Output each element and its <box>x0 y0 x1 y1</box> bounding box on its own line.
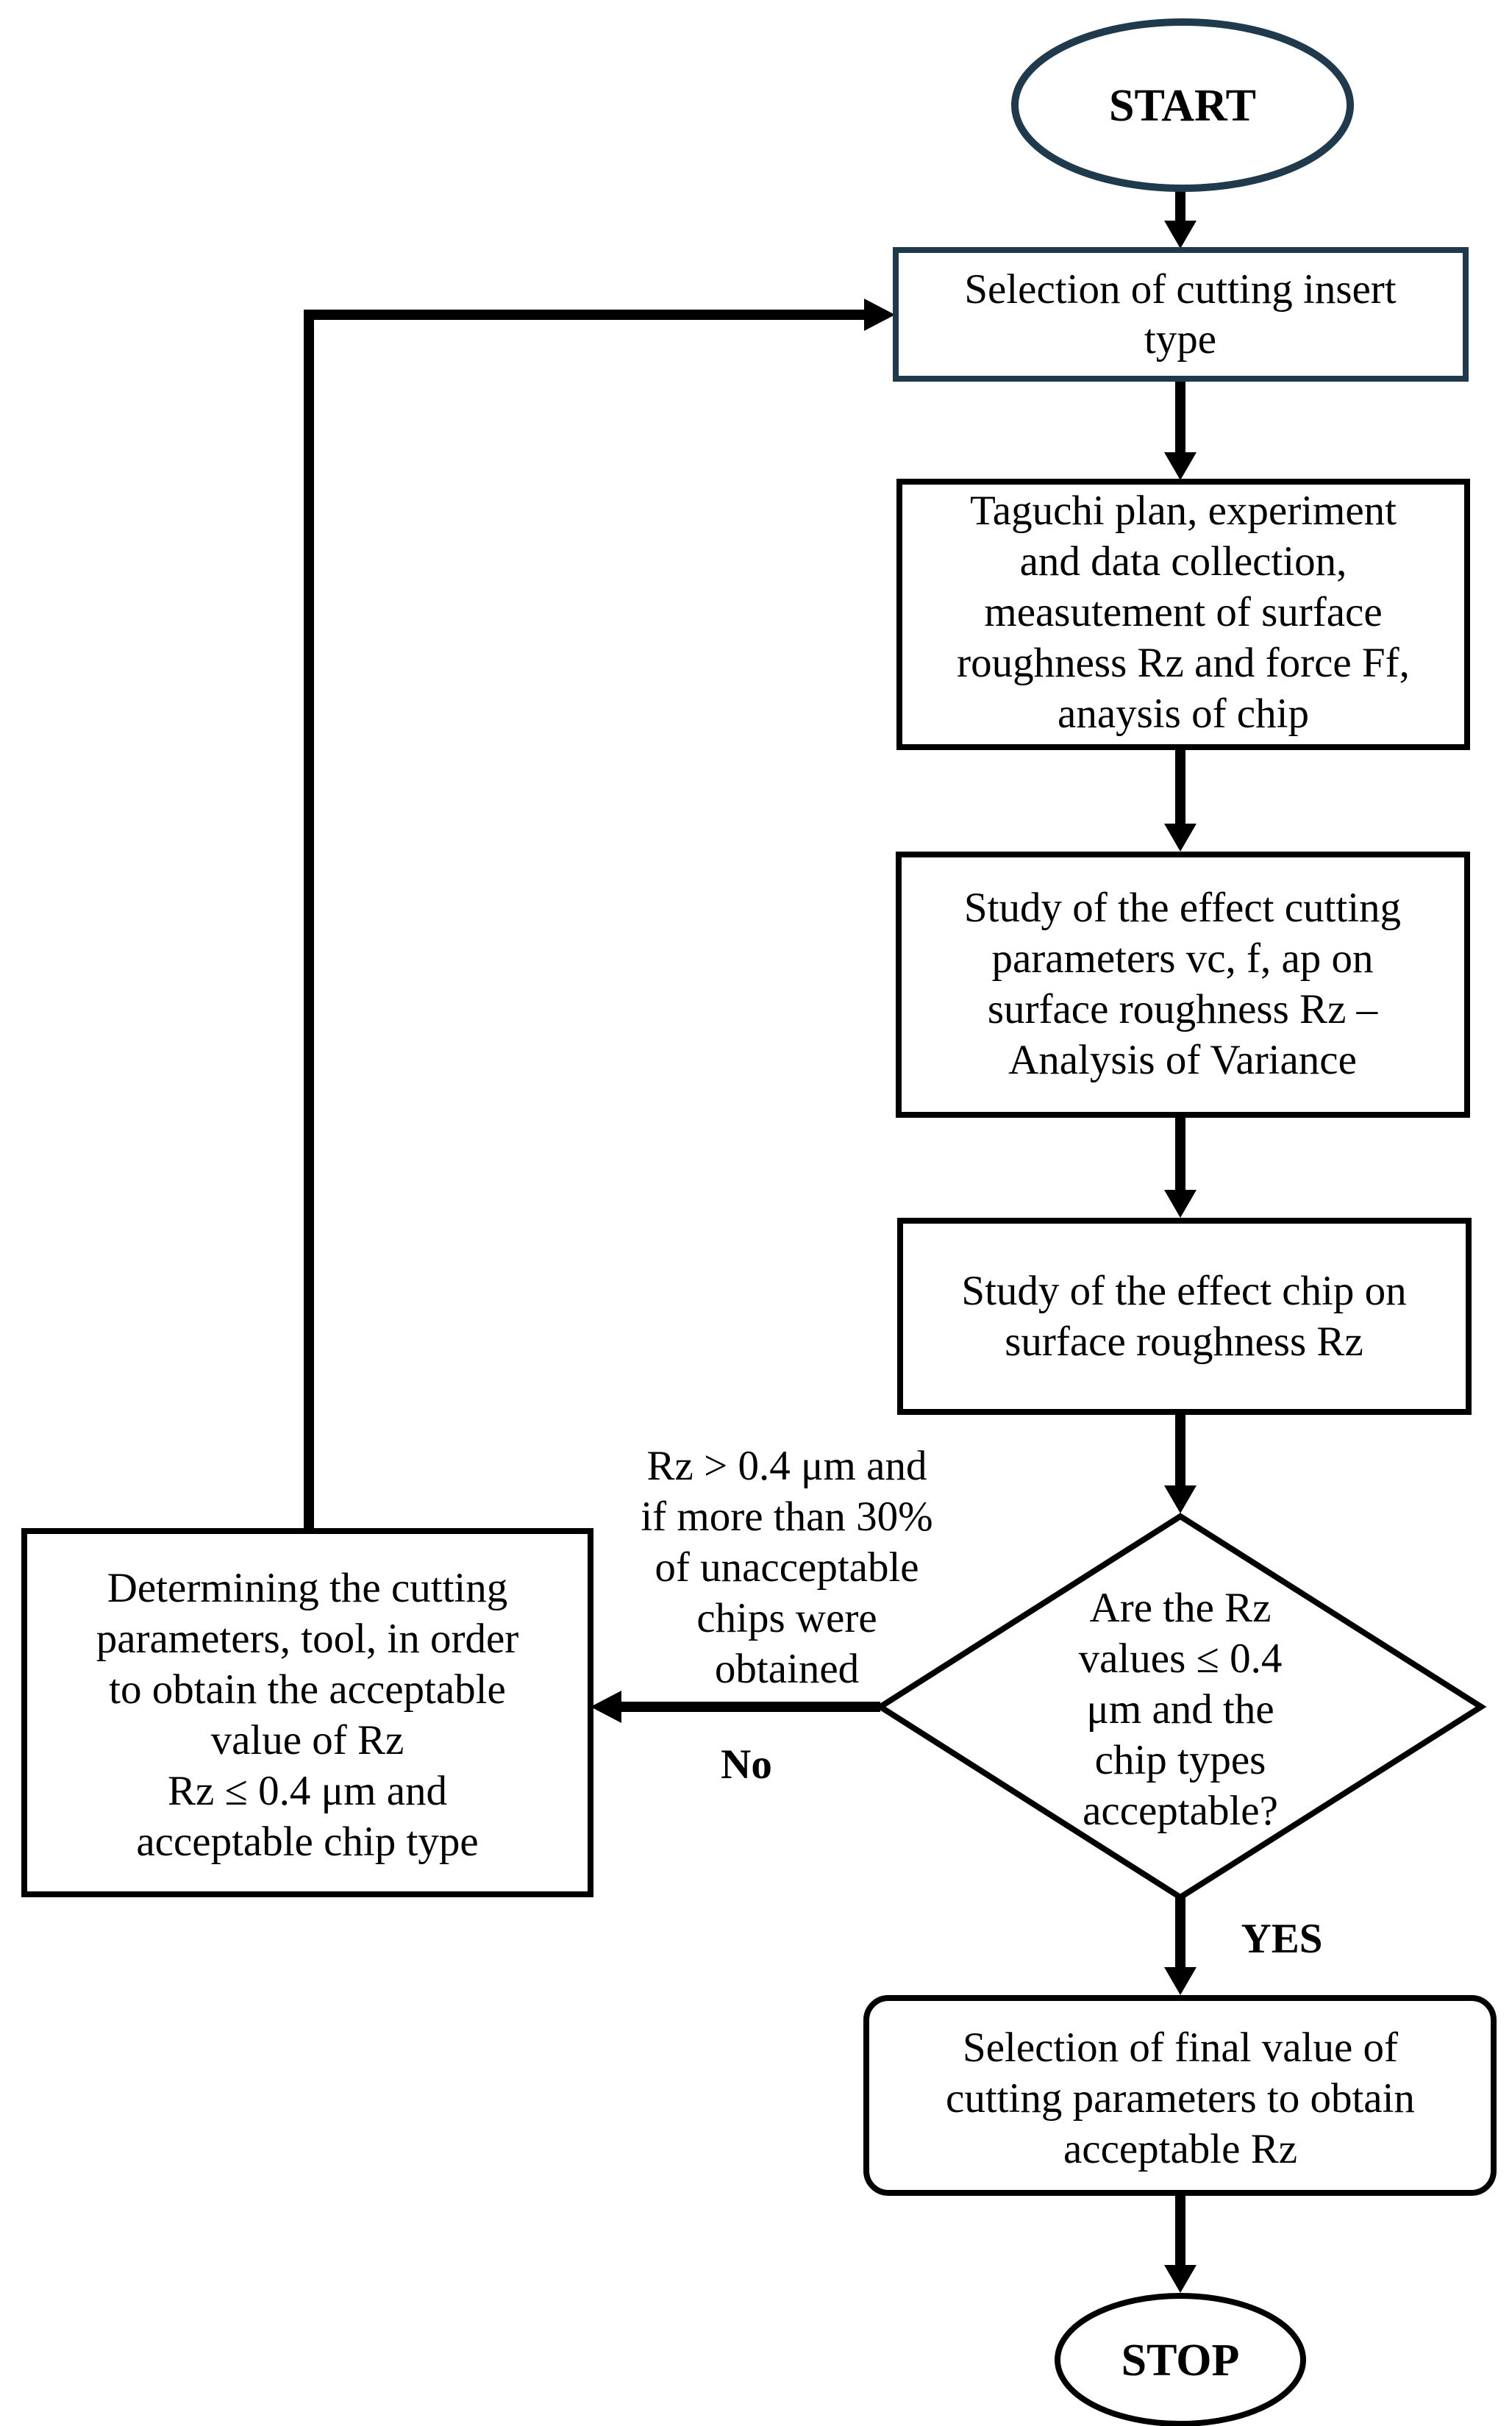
determine-line-4: value of Rz <box>211 1717 404 1763</box>
edges <box>304 190 1197 2293</box>
arrowhead-start-to-insert <box>1164 221 1197 249</box>
no-condition-line-5: obtained <box>715 1646 859 1692</box>
decision-node: Are the Rz values ≤ 0.4 μm and the chip … <box>874 1513 1487 1901</box>
arrowhead-final-to-stop <box>1164 2265 1197 2293</box>
arrowhead-params-to-chip <box>1164 1190 1197 1218</box>
final-selection-line-3: acceptable Rz <box>1063 2126 1297 2172</box>
final-selection-node: Selection of final value of cutting para… <box>863 1995 1497 2196</box>
taguchi-line-5: anaysis of chip <box>1058 691 1309 737</box>
arrowhead-chip-to-decision <box>1164 1485 1197 1513</box>
edge-labels: Rz > 0.4 μm and if more than 30% of unac… <box>641 1443 1322 1962</box>
study-params-line-3: surface roughness Rz – <box>988 986 1378 1032</box>
decision-line-5: acceptable? <box>1083 1788 1278 1834</box>
arrowhead-decision-to-determine <box>591 1691 621 1723</box>
arrowhead-taguchi-to-params <box>1164 824 1197 852</box>
determine-line-2: parameters, tool, in order <box>96 1616 519 1662</box>
final-selection-line-2: cutting parameters to obtain <box>946 2075 1415 2122</box>
stop-label: STOP <box>1121 2336 1240 2386</box>
no-label: No <box>721 1741 772 1788</box>
determine-node: Determining the cutting parameters, tool… <box>21 1528 593 1897</box>
study-params-line-4: Analysis of Variance <box>1008 1037 1357 1083</box>
taguchi-line-2: and data collection, <box>1020 538 1347 585</box>
yes-label: YES <box>1241 1916 1323 1962</box>
determine-line-5: Rz ≤ 0.4 μm and <box>168 1768 447 1814</box>
decision-line-2: values ≤ 0.4 <box>1079 1635 1283 1682</box>
insert-selection-node: Selection of cutting insert type <box>893 247 1469 382</box>
taguchi-line-3: measutement of surface <box>984 589 1382 635</box>
study-chip-node: Study of the effect chip on surface roug… <box>897 1218 1472 1415</box>
taguchi-line-1: Taguchi plan, experiment <box>970 488 1397 534</box>
no-condition-line-4: chips were <box>696 1595 877 1641</box>
arrowhead-loop-back-to-insert <box>864 299 895 331</box>
study-params-line-2: parameters vc, f, ap on <box>991 935 1373 982</box>
insert-selection-line-2: type <box>1144 316 1216 363</box>
decision-line-3: μm and the <box>1086 1686 1274 1733</box>
no-condition-line-2: if more than 30% <box>641 1494 932 1540</box>
determine-line-6: acceptable chip type <box>136 1819 478 1865</box>
arrowhead-decision-to-final <box>1164 1967 1197 1995</box>
stop-node: STOP <box>1055 2293 1306 2426</box>
taguchi-node: Taguchi plan, experiment and data collec… <box>896 479 1470 750</box>
determine-line-1: Determining the cutting <box>107 1565 508 1611</box>
decision-line-4: chip types <box>1095 1737 1266 1783</box>
edge-loop-back-to-insert <box>304 310 868 1529</box>
study-chip-line-2: surface roughness Rz <box>1005 1319 1363 1365</box>
taguchi-line-4: roughness Rz and force Ff, <box>957 640 1410 686</box>
study-params-line-1: Study of the effect cutting <box>964 885 1401 931</box>
start-label: START <box>1109 81 1256 131</box>
arrowhead-insert-to-taguchi <box>1164 452 1197 480</box>
study-params-node: Study of the effect cutting parameters v… <box>896 852 1470 1118</box>
final-selection-line-1: Selection of final value of <box>963 2024 1398 2071</box>
decision-line-1: Are the Rz <box>1090 1585 1272 1631</box>
no-condition-line-3: of unacceptable <box>655 1544 919 1591</box>
study-chip-line-1: Study of the effect chip on <box>961 1268 1406 1314</box>
determine-line-3: to obtain the acceptable <box>109 1666 506 1713</box>
no-condition-line-1: Rz > 0.4 μm and <box>647 1443 927 1489</box>
start-node: START <box>1011 18 1354 192</box>
insert-selection-line-1: Selection of cutting insert <box>964 266 1396 313</box>
